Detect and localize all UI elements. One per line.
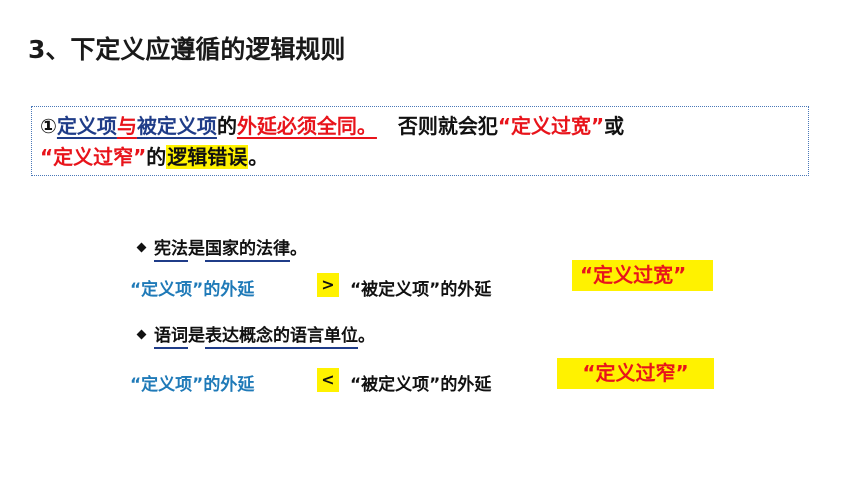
rule-marker: ① — [40, 114, 57, 138]
rule-requirement: 外延必须全同。 — [236, 114, 377, 138]
rule-line-1: ①定义项与被定义项的外延必须全同。 否则就会犯“定义过宽”或 — [40, 111, 800, 142]
example-1-verdict: “定义过宽” — [572, 260, 713, 291]
rule-period: 。 — [248, 145, 269, 169]
example-2-subject: 语词 — [154, 326, 188, 349]
example-2-copula: 是 — [188, 326, 205, 346]
rule-logic-error: 逻辑错误 — [166, 145, 249, 169]
example-2-verdict: “定义过窄” — [557, 358, 714, 389]
rule-spacer — [377, 114, 398, 138]
example-1-period: 。 — [290, 239, 307, 259]
example-1-copula: 是 — [188, 239, 205, 259]
example-1-comparison-sign: > — [317, 273, 339, 297]
example-1-sentence: 宪法是国家的法律。 — [136, 234, 307, 262]
example-2-left-extension: “定义项”的外延 — [130, 375, 255, 395]
example-1-right-extension: “被定义项”的外延 — [350, 280, 492, 300]
rule-error-too-wide: “定义过宽” — [497, 114, 605, 138]
example-2-comparison-sign: < — [317, 368, 339, 392]
rule-conjunction: 与 — [116, 114, 137, 138]
diamond-bullet-icon — [136, 242, 147, 252]
example-1-predicate: 国家的法律 — [205, 239, 290, 262]
diamond-bullet-icon — [136, 329, 147, 339]
rule-term-definiendum: 被定义项 — [136, 114, 217, 138]
example-2-sentence: 语词是表达概念的语言单位。 — [136, 321, 375, 349]
example-2-predicate: 表达概念的语言单位 — [205, 326, 358, 349]
rule-box: ①定义项与被定义项的外延必须全同。 否则就会犯“定义过宽”或 “定义过窄”的逻辑… — [31, 106, 809, 176]
rule-error-too-narrow: “定义过窄” — [40, 145, 147, 169]
rule-line-2: “定义过窄”的逻辑错误。 — [40, 142, 800, 173]
rule-particle-2: 的 — [146, 145, 167, 169]
rule-term-definiens: 定义项 — [56, 114, 117, 138]
example-1-left-extension: “定义项”的外延 — [130, 280, 255, 300]
slide-title: 3、下定义应遵循的逻辑规则 — [28, 35, 346, 64]
example-2-period: 。 — [358, 326, 375, 346]
example-2-right-extension: “被定义项”的外延 — [350, 375, 492, 395]
rule-particle: 的 — [216, 114, 237, 138]
rule-or: 或 — [604, 114, 625, 138]
example-1-subject: 宪法 — [154, 239, 188, 262]
rule-consequence: 否则就会犯 — [397, 114, 498, 138]
